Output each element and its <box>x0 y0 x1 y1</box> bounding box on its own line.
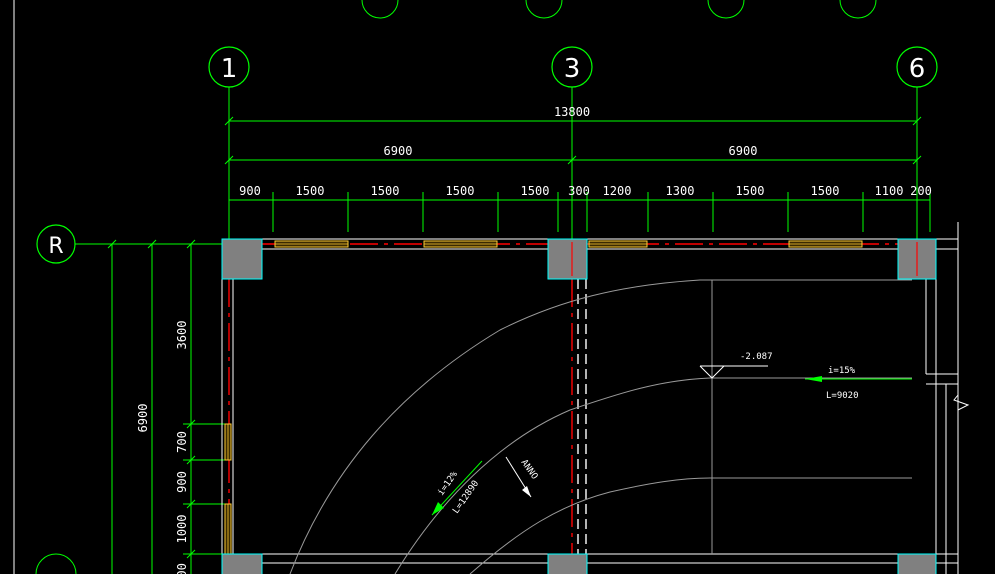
column <box>547 553 588 574</box>
dim-left-seg: 700 <box>175 431 189 453</box>
dim-seg: 1100 <box>875 184 904 198</box>
column <box>221 238 263 280</box>
level-text: -2.087 <box>740 352 773 362</box>
dim-right-bay: 6900 <box>729 144 758 158</box>
dim-seg: 1500 <box>811 184 840 198</box>
axis-extension-lines <box>75 87 918 245</box>
dim-seg: 1500 <box>446 184 475 198</box>
slope-arrow-right <box>805 376 912 382</box>
axis-bubble-6[interactable]: 6 <box>896 46 938 88</box>
top-dimension-lines <box>224 116 931 232</box>
dim-seg: 200 <box>910 184 932 198</box>
column <box>221 553 263 574</box>
axis-bubble-3[interactable]: 3 <box>551 46 593 88</box>
dim-seg: 1500 <box>296 184 325 198</box>
axis-bubble-cut-bottom <box>35 553 77 574</box>
top-cut-bubbles <box>361 0 877 19</box>
dim-left-seg: 3600 <box>175 321 189 350</box>
dim-left-seg: 300 <box>175 563 189 574</box>
ramp-curves <box>289 279 912 574</box>
dim-overall-13800: 13800 <box>554 105 590 119</box>
axis-bubble-r[interactable]: R <box>36 224 76 264</box>
dim-left-bay: 6900 <box>384 144 413 158</box>
length-text-right: L=9020 <box>826 391 859 401</box>
dim-seg: 1300 <box>666 184 695 198</box>
axis-bubble-1[interactable]: 1 <box>208 46 250 88</box>
left-dimension-lines <box>107 239 225 574</box>
walls <box>221 222 970 574</box>
level-marker <box>699 365 768 379</box>
length-text-mid: L=12890 <box>451 479 481 516</box>
axis-label-3: 3 <box>564 54 581 84</box>
dim-left-seg: 1000 <box>175 515 189 544</box>
dim-seg: 1200 <box>603 184 632 198</box>
column <box>547 238 588 280</box>
dashed-beam-lines <box>577 279 587 554</box>
dim-seg: 1500 <box>371 184 400 198</box>
axis-label-r: R <box>48 234 63 259</box>
column-centerlines <box>571 242 918 276</box>
axis-label-6: 6 <box>909 54 926 84</box>
dim-left-seg: 900 <box>175 471 189 493</box>
mid-label: ANNO <box>519 458 540 482</box>
slope-arrow-mid <box>431 456 532 516</box>
column <box>897 553 937 574</box>
dim-seg: 1500 <box>521 184 550 198</box>
dim-seg: 1500 <box>736 184 765 198</box>
dim-seg: 300 <box>568 184 590 198</box>
red-centerlines <box>228 243 898 554</box>
dim-left-overall: 6900 <box>136 404 150 433</box>
slope-text-right: i=15% <box>828 366 856 376</box>
window-hatching <box>227 243 862 554</box>
windows <box>224 240 863 555</box>
dim-seg: 900 <box>239 184 261 198</box>
slope-text-mid: i=12% <box>436 469 460 497</box>
axis-label-1: 1 <box>221 54 238 84</box>
